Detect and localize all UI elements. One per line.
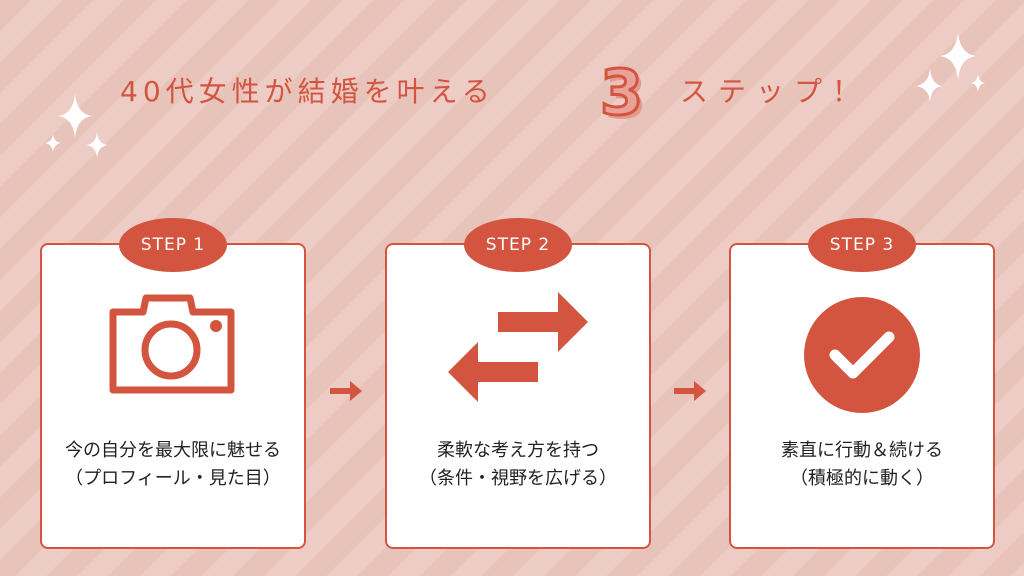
arrow-right-icon (330, 381, 362, 401)
swap-arrows-icon (387, 290, 649, 410)
step-title: 今の自分を最大限に魅せる (65, 440, 281, 461)
step-subtitle: （積極的に動く） (790, 468, 934, 489)
sparkle-icon (916, 32, 985, 102)
step-card-3: STEP 3 素直に行動＆続ける （積極的に動く） (729, 218, 995, 549)
step-title: 素直に行動＆続ける (781, 440, 943, 461)
step-badge: STEP 2 (464, 218, 572, 272)
arrow-right-icon (674, 381, 706, 401)
step-title: 柔軟な考え方を持つ (437, 440, 599, 461)
step-card-2: STEP 2 柔軟な考え方を持つ （条件・視野を広げる） (385, 218, 651, 549)
title-suffix: ステップ！ (680, 75, 871, 108)
page-title: 40代女性が結婚を叶える 3 ステップ！ (0, 55, 1024, 131)
step-subtitle: （条件・視野を広げる） (419, 468, 617, 489)
title-number: 3 (598, 55, 644, 131)
step-badge: STEP 1 (119, 218, 227, 272)
camera-icon (42, 290, 304, 410)
step-card-1: STEP 1 今の自分を最大限に魅せる （プロフィール・見た目） (40, 218, 306, 549)
step-subtitle: （プロフィール・見た目） (65, 468, 281, 489)
title-prefix: 40代女性が結婚を叶える (120, 75, 495, 108)
sparkle-icon (45, 94, 108, 158)
step-badge: STEP 3 (808, 218, 916, 272)
check-circle-icon (731, 295, 993, 415)
